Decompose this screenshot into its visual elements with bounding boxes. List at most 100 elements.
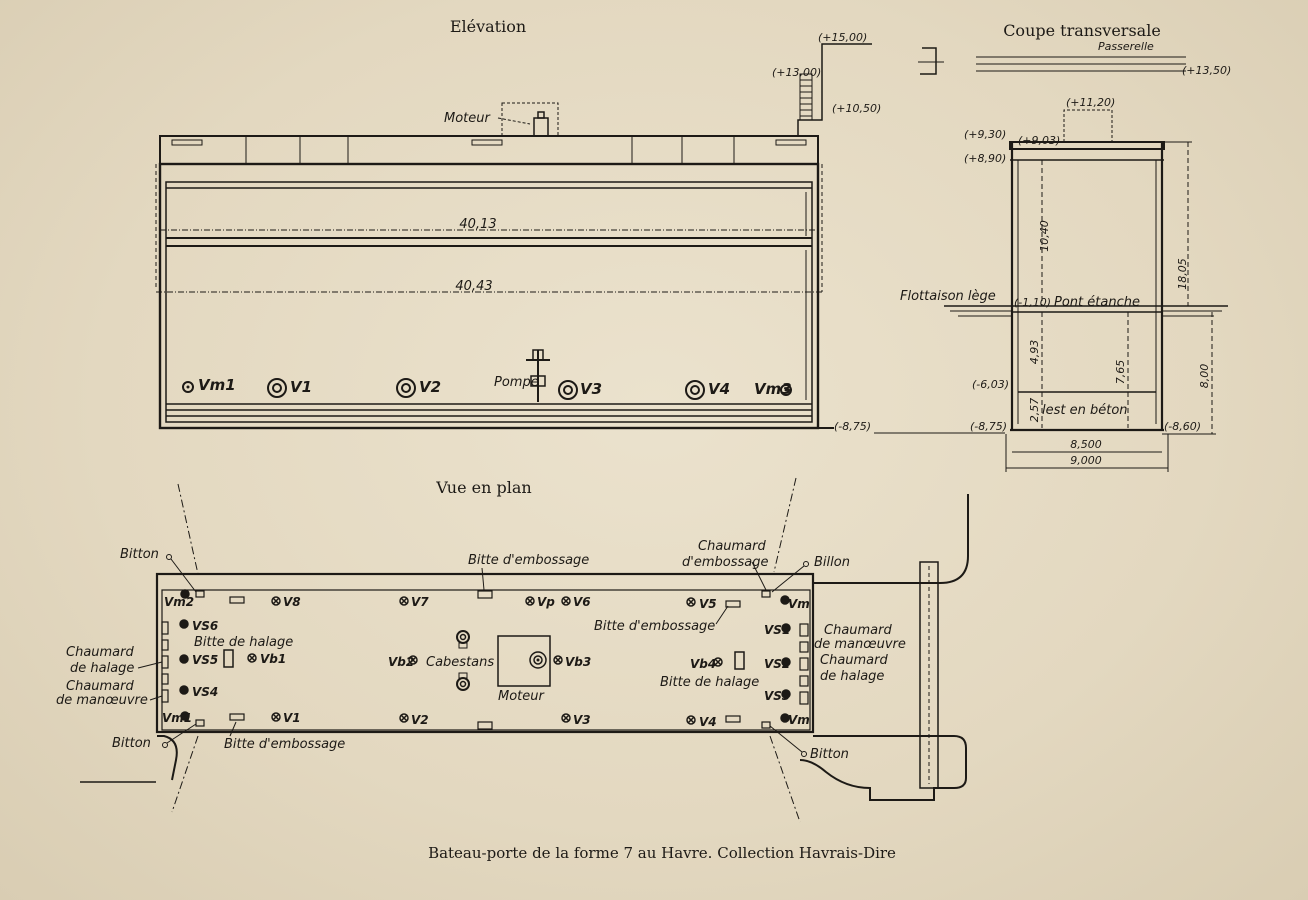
label-lest-beton: lest en béton	[1042, 403, 1128, 418]
label-bitton-bottom-right: Bitton	[810, 747, 849, 762]
valve-marker-v3	[561, 713, 571, 723]
valve-label: V1	[290, 378, 312, 396]
dim-18-05: 18,05	[1176, 258, 1189, 290]
label-billon-top-right: Billon	[814, 555, 850, 570]
level-10-50: (+10,50)	[832, 102, 881, 115]
valve-label-v7: V7	[411, 595, 429, 609]
label-bitte-embossage-bottom: Bitte d'embossage	[224, 737, 345, 752]
label-passerelle: Passerelle	[1098, 40, 1154, 53]
valve-label: V2	[419, 378, 441, 396]
valve-label-v1: V1	[283, 711, 301, 725]
elevation-valve-vm1: Vm1	[182, 376, 236, 394]
elevation-valve-v4: V4	[685, 380, 730, 400]
level-15-00: (+15,00)	[818, 31, 867, 44]
valve-marker-vb3	[553, 655, 563, 665]
valve-label-vs5: VS5	[192, 653, 218, 667]
gangway-stair	[797, 43, 944, 136]
level-minus-1-10: (-1,10)	[1014, 296, 1051, 309]
dim-8-00: 8,00	[1198, 364, 1211, 389]
label-moteur-plan: Moteur	[498, 689, 546, 704]
dim-10-40: 10,40	[1038, 220, 1051, 252]
plan-valves	[179, 589, 791, 725]
label-bitton-bottom-left: Bitton	[112, 736, 151, 751]
level-minus-8-60: (-8,60)	[1164, 420, 1201, 433]
valve-label-vp: Vp	[537, 595, 555, 609]
dim-40-43: 40,43	[455, 279, 492, 294]
valve-label-vb1: Vb1	[260, 652, 286, 666]
label-chaumard-halage-l-2: de halage	[70, 661, 134, 676]
valve-marker-v7	[399, 596, 409, 606]
dim-7-65: 7,65	[1114, 360, 1127, 385]
valve-marker-vs5	[179, 654, 189, 664]
valve-marker-v8	[271, 596, 281, 606]
label-moteur-elevation: Moteur	[444, 111, 492, 126]
label-chaumard-embossage-1: Chaumard	[698, 539, 766, 554]
level-minus-6-03: (-6,03)	[972, 378, 1009, 391]
valve-label: V3	[580, 380, 602, 398]
plan-view: Moteur Cabestans	[56, 477, 969, 823]
dim-4-93: 4,93	[1028, 340, 1041, 365]
label-flottaison: Flottaison lège	[900, 289, 996, 304]
valve-label-v3: V3	[573, 713, 591, 727]
bitte-halage-right	[734, 651, 745, 670]
valve-marker-vs4	[179, 685, 189, 695]
label-cabestans: Cabestans	[426, 655, 494, 670]
valve-label-v5: V5	[699, 597, 717, 611]
elevation-motor-housing	[501, 102, 559, 137]
plan-motor	[497, 635, 551, 687]
level-13-50: (+13,50)	[1182, 64, 1231, 77]
label-chaumard-halage-l-1: Chaumard	[66, 645, 134, 660]
valve-label-v2: V2	[411, 713, 429, 727]
level-13-00: (+13,00)	[772, 66, 821, 79]
valve-marker-vm4	[780, 595, 790, 605]
label-chaumard-halage-r-1: Chaumard	[820, 653, 888, 668]
valve-label-vb4: Vb4	[690, 657, 716, 671]
label-bitte-embossage-top: Bitte d'embossage	[468, 553, 589, 568]
valve-marker-vs3	[781, 689, 791, 699]
label-chaumard-halage-r-2: de halage	[820, 669, 884, 684]
valve-label-vm3: Vm	[788, 713, 810, 727]
level-9-30: (+9,30)	[964, 128, 1006, 141]
valve-marker-v1	[271, 712, 281, 722]
level-8-90: (+8,90)	[964, 152, 1006, 165]
valve-label-vs2: VS2	[764, 657, 790, 671]
label-bitte-halage-left: Bitte de halage	[194, 635, 293, 650]
capstan-icon	[456, 672, 470, 691]
section-top-deck	[1009, 141, 1165, 150]
level-minus-8-75-section: (-8,75)	[970, 420, 1007, 433]
valve-label: Vm1	[198, 376, 236, 394]
valve-label-vb3: Vb3	[565, 655, 591, 669]
label-pompe: Pompe	[494, 375, 539, 390]
elevation-valve-v3: V3	[558, 380, 602, 400]
label-chaumard-manoeuvre-l-1: Chaumard	[66, 679, 134, 694]
capstan-icon	[456, 630, 470, 649]
valve-marker-vm2	[180, 589, 190, 599]
dim-40-13: 40,13	[459, 217, 496, 232]
valve-marker-vm1	[180, 711, 190, 721]
valve-label-vs6: VS6	[192, 619, 218, 633]
valve-label-vs4: VS4	[192, 685, 218, 699]
dim-9-000: 9,000	[1070, 454, 1102, 467]
label-bitton-top-left: Bitton	[120, 547, 159, 562]
valve-label-vb2: Vb2	[388, 655, 414, 669]
label-chaumard-embossage-2: d'embossage	[682, 555, 768, 570]
cross-section-view: Passerelle (+13,50) (+11,20) (+9,30) (+9…	[900, 40, 1231, 472]
elevation-valve-vm3: Vm3	[754, 380, 792, 398]
valve-label-vs1: VS1	[764, 623, 790, 637]
title-plan: Vue en plan	[435, 478, 531, 497]
elevation-valve-v2: V2	[396, 378, 441, 398]
valve-marker-vm3	[780, 713, 790, 723]
pump-icon	[526, 349, 550, 402]
valve-label-vm2: Vm2	[164, 595, 194, 609]
valve-marker-vb2	[408, 655, 418, 665]
label-bitte-embossage-right: Bitte d'embossage	[594, 619, 715, 634]
valve-label-v8: V8	[283, 595, 301, 609]
dim-8-500: 8,500	[1070, 438, 1102, 451]
bitte-halage-left	[223, 649, 234, 668]
valve-label-vs3: VS3	[764, 689, 790, 703]
valve-marker-v4	[686, 715, 696, 725]
level-minus-8-75-elevation: (-8,75)	[834, 420, 871, 433]
dim-2-57: 2,57	[1028, 398, 1041, 423]
